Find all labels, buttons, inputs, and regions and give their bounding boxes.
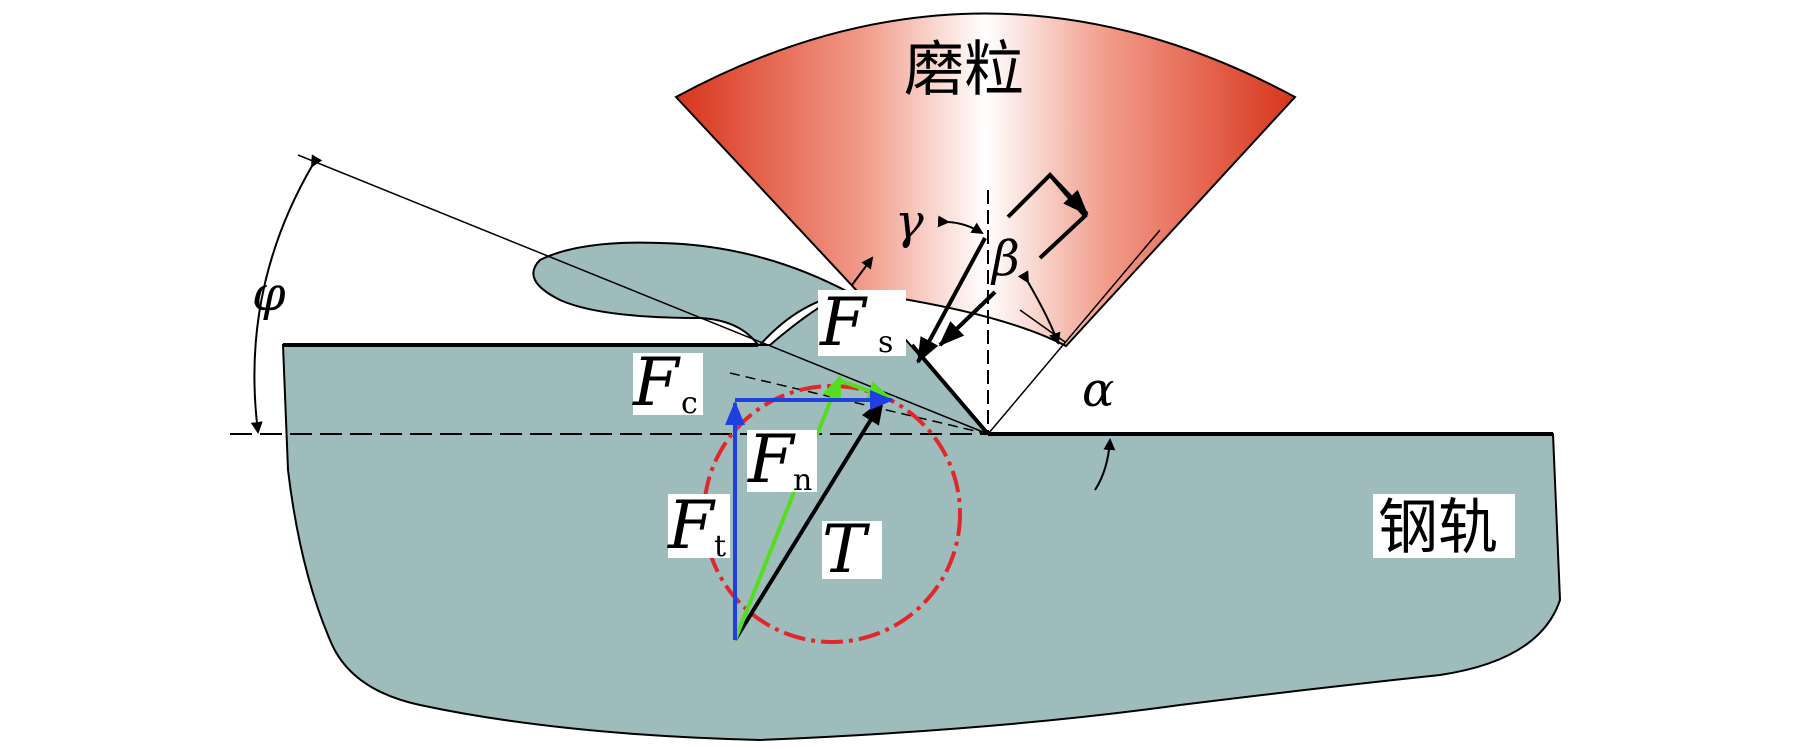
label-bg-fs (818, 290, 906, 356)
fc-label-sub: c (681, 386, 698, 421)
alpha-arrow (1094, 438, 1116, 491)
gamma-arc (937, 215, 984, 235)
gamma-arc-left (851, 256, 874, 286)
fc-label-main: F (632, 344, 681, 421)
beta-dim-arrow (1017, 270, 1061, 345)
label-bg-rail (1373, 494, 1515, 558)
grain-label: 磨粒 (904, 35, 1024, 105)
fn-label-sub: n (793, 463, 812, 498)
force-t-arrow (733, 398, 885, 642)
fn-label-main: F (747, 421, 796, 498)
ft-label-main: F (667, 487, 716, 564)
force-fn-arrow (733, 375, 842, 641)
gamma-label: γ (895, 194, 924, 250)
phi-arc (250, 154, 323, 434)
alpha-label: α (1082, 362, 1114, 418)
abrasive-grain (674, 12, 1297, 348)
label-bg-fn (747, 430, 817, 492)
force-fs-arrow-2 (938, 290, 997, 347)
ft-label-sub: t (714, 529, 726, 564)
beta-dim-tick (1019, 309, 1066, 343)
label-bg-t (822, 521, 882, 579)
clearance-line (987, 229, 1161, 435)
beta-box-arrow (1048, 173, 1089, 216)
fs-label-sub: s (878, 325, 893, 360)
phi-label: φ (252, 266, 286, 322)
t-label: T (822, 511, 871, 588)
rail-label: 钢轨 (1378, 493, 1498, 563)
beta-label: β (990, 231, 1020, 287)
incline-dashed (729, 372, 989, 435)
label-bg-fc (633, 353, 703, 415)
force-fs-arrow (916, 237, 987, 364)
fs-label-main: F (819, 284, 868, 361)
label-bg-ft (668, 494, 730, 558)
rail-body (281, 290, 1562, 742)
